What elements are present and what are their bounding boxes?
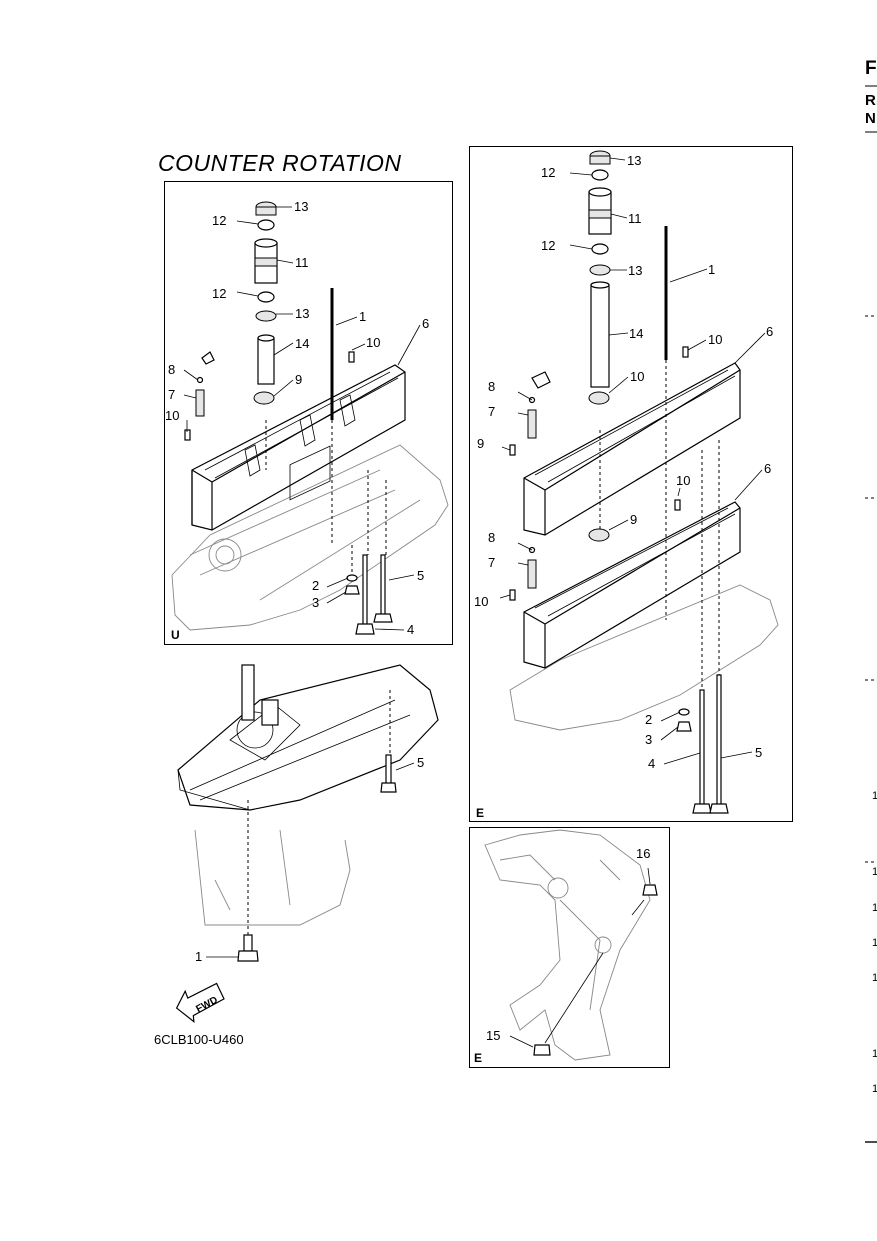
panel-e-bracket	[469, 827, 670, 1068]
callout-e-8: 10	[708, 332, 722, 347]
callout-e-5: 13	[628, 263, 642, 278]
callout-e-6: 1	[708, 262, 715, 277]
callout-u-15: 3	[312, 595, 319, 610]
panel-e-main-tag: E	[476, 806, 485, 820]
callout-e-23: 5	[755, 745, 762, 760]
panel-u-tag: U	[171, 628, 180, 642]
callout-u-7: 1	[359, 309, 366, 324]
callout-e-17: 8	[488, 530, 495, 545]
callout-e-11: 7	[488, 404, 495, 419]
edge-letter-3: N	[865, 110, 876, 127]
callout-e-9: 6	[766, 324, 773, 339]
callout-u-3: 11	[295, 255, 309, 270]
callout-e-3: 11	[628, 211, 642, 226]
callout-e-1: 13	[627, 153, 641, 168]
callout-e-18: 7	[488, 555, 495, 570]
panel-e-main-drawing	[499, 150, 779, 814]
edge-digit-4: 1	[872, 937, 877, 949]
callout-u-10: 8	[168, 362, 175, 377]
callout-e-15: 6	[764, 461, 771, 476]
callout-bracket-2: 15	[486, 1028, 500, 1043]
edge-digit-7: 1	[872, 1083, 877, 1095]
callout-u-14: 2	[312, 578, 319, 593]
panel-u	[164, 181, 453, 645]
callout-u-5: 13	[295, 306, 309, 321]
callout-u-12: 10	[165, 408, 179, 423]
callout-u-9: 6	[422, 316, 429, 331]
edge-rules	[865, 85, 877, 1143]
callout-u-8: 10	[366, 335, 380, 350]
callout-e-7: 14	[629, 326, 643, 341]
part-number: 6CLB100-U460	[154, 1032, 244, 1047]
callout-e-16: 9	[630, 512, 637, 527]
callout-u-16: 5	[417, 568, 424, 583]
callout-e-22: 4	[648, 756, 655, 771]
callout-e-12: 9	[477, 436, 484, 451]
callout-e-21: 3	[645, 732, 652, 747]
callout-u-6: 14	[295, 336, 309, 351]
edge-digit-3: 1	[872, 902, 877, 914]
callout-e-2: 12	[541, 165, 555, 180]
callout-u-11: 7	[168, 387, 175, 402]
edge-digit-1: 1	[872, 790, 877, 802]
fwd-arrow-icon	[175, 982, 225, 1023]
callout-lower-2: 1	[195, 949, 202, 964]
callout-u-1: 13	[294, 199, 308, 214]
callouts-lower-gearcase: 51	[195, 755, 424, 964]
edge-digit-2: 1	[872, 866, 877, 878]
callout-e-19: 10	[474, 594, 488, 609]
callout-e-4: 12	[541, 238, 555, 253]
callout-u-17: 4	[407, 622, 414, 637]
callout-u-13: 9	[295, 372, 302, 387]
callout-bracket-1: 16	[636, 846, 650, 861]
edge-letter-2: R	[865, 92, 876, 109]
panel-u-drawing	[171, 201, 449, 635]
edge-letter-1: F	[865, 58, 877, 79]
callout-u-2: 12	[212, 213, 226, 228]
callouts-panel-e: 13 12 11 12 13 1 14 10 6 8 7 9 10 10 6 9 8 7 10 2 3 4 5	[474, 153, 773, 771]
callout-e-10: 8	[488, 379, 495, 394]
lower-gearcase-drawing	[175, 664, 439, 1023]
panel-e-bracket-tag: E	[474, 1051, 483, 1065]
callout-lower-1: 5	[417, 755, 424, 770]
callout-e-14: 10	[676, 473, 690, 488]
callout-u-4: 12	[212, 286, 226, 301]
callout-e-13: 10	[630, 369, 644, 384]
edge-digit-5: 1	[872, 972, 877, 984]
edge-digit-6: 1	[872, 1048, 877, 1060]
page-title: COUNTER ROTATION	[158, 150, 402, 176]
panel-e-bracket-drawing	[484, 829, 658, 1061]
panel-e-main	[469, 146, 793, 822]
callout-e-20: 2	[645, 712, 652, 727]
